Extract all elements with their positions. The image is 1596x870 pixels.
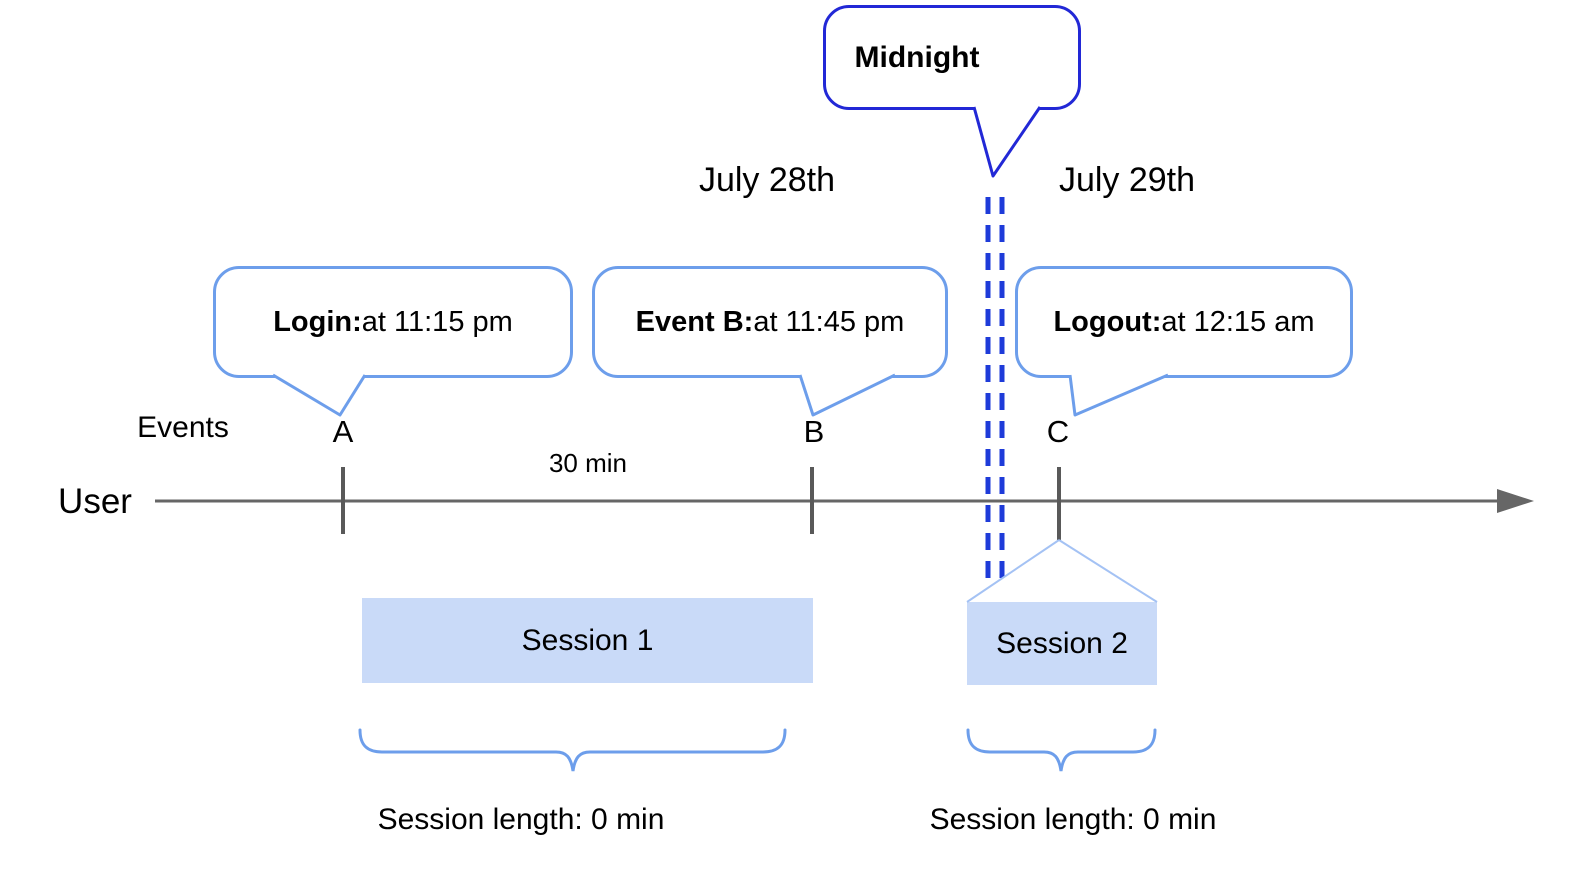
- session-2-funnel-right-line: [1058, 539, 1158, 603]
- event-b-callout-tail: [798, 373, 896, 417]
- session-1-brace: [358, 728, 787, 772]
- session-2-box: Session 2: [967, 602, 1157, 685]
- login-callout-title: Login:: [273, 305, 362, 338]
- event-b-callout: Event B: at 11:45 pm: [592, 266, 948, 378]
- event-b-marker-label: B: [803, 414, 825, 449]
- login-callout: Login: at 11:15 pm: [213, 266, 573, 378]
- event-a-marker-label: A: [332, 414, 354, 449]
- timeline-arrowhead-icon: [1497, 489, 1534, 513]
- session-2-funnel-left-line: [966, 539, 1060, 603]
- event-b-callout-title: Event B:: [635, 305, 754, 338]
- login-callout-detail: at 11:15 pm: [361, 305, 513, 338]
- date-label-july-28: July 28th: [698, 161, 836, 199]
- session-2-length-label: Session length: 0 min: [929, 803, 1217, 836]
- session-2-label: Session 2: [996, 626, 1128, 660]
- event-b-callout-detail: at 11:45 pm: [753, 305, 905, 338]
- session-1-label: Session 1: [521, 623, 654, 657]
- midnight-callout: Midnight: [823, 5, 1081, 110]
- user-row-label: User: [58, 482, 132, 521]
- logout-callout-tail: [1068, 373, 1169, 417]
- logout-callout-detail: at 12:15 am: [1161, 305, 1315, 338]
- logout-callout-title: Logout:: [1053, 305, 1162, 338]
- session-1-box: Session 1: [362, 598, 813, 683]
- logout-callout: Logout: at 12:15 am: [1015, 266, 1353, 378]
- session-2-brace: [966, 728, 1157, 772]
- event-c-marker-label: C: [1046, 414, 1070, 449]
- date-label-july-29: July 29th: [1058, 161, 1196, 199]
- midnight-callout-label: Midnight: [854, 40, 980, 74]
- interval-30min-label: 30 min: [548, 448, 628, 478]
- login-callout-tail: [272, 373, 367, 417]
- events-axis-label: Events: [137, 411, 229, 444]
- session-1-length-label: Session length: 0 min: [377, 803, 665, 836]
